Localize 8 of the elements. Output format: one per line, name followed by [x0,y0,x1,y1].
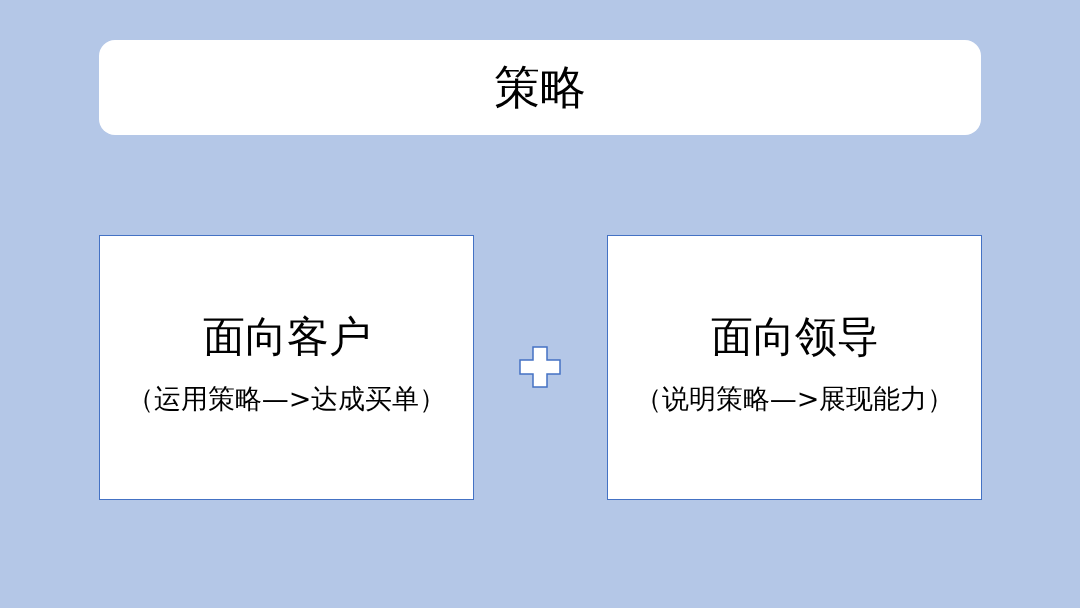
subtitle-text: （说明策略—>展现能力） [634,381,955,416]
title-text: 策略 [494,58,586,116]
content-box [607,235,982,500]
heading-text: 面向客户 [202,310,371,363]
content-box [99,235,474,500]
subtitle-text: （运用策略—>达成买单） [126,381,447,416]
title-box [99,40,981,135]
heading-text: 面向领导 [710,310,879,363]
